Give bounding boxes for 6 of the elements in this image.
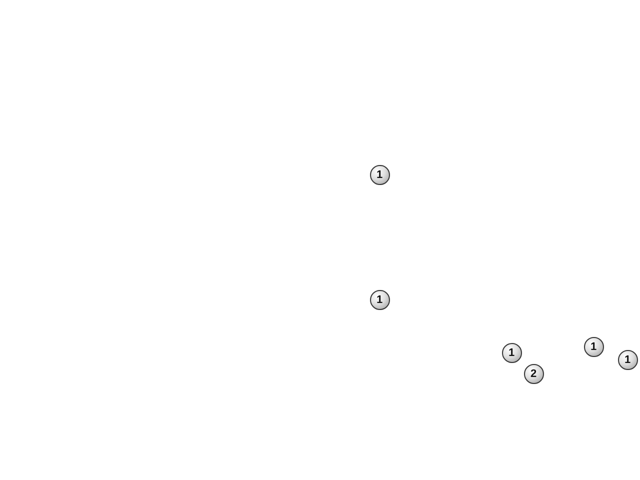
callout-number: 1 (584, 336, 604, 356)
callout-number: 1 (618, 350, 638, 370)
callout-number: 2 (524, 364, 544, 384)
callout-number: 1 (502, 342, 522, 362)
callout-number: 1 (370, 290, 390, 310)
callout-number: 1 (370, 164, 390, 184)
